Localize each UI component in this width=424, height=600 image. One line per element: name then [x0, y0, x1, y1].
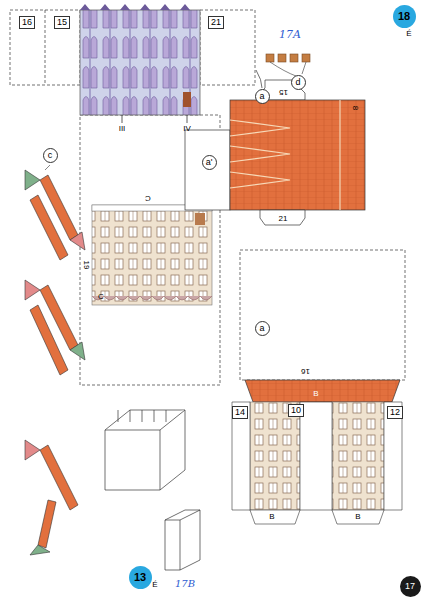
flap-number: 21	[208, 16, 224, 29]
flap-number: 15	[54, 16, 70, 29]
sheet-letter: É	[152, 581, 157, 589]
part-letter: a	[255, 321, 270, 336]
page-number: 17	[400, 576, 421, 597]
flap-number: 16	[19, 16, 35, 29]
fold-mark: IV	[183, 125, 191, 133]
node-text: 14	[235, 408, 245, 417]
node-text: 21	[211, 18, 221, 27]
sheet-number-badge: 13	[129, 566, 152, 589]
part-letter: a'	[202, 155, 217, 170]
handwritten-note: 17A	[279, 29, 301, 40]
flap-number: 8	[351, 106, 359, 110]
flap-number: 15	[279, 88, 288, 96]
node-text: a'	[206, 158, 213, 167]
glue-mark: C	[98, 293, 104, 301]
node-text: 16	[22, 18, 32, 27]
node-text: d	[295, 78, 300, 87]
part-letter: c	[43, 148, 58, 163]
flap-number: 10	[288, 404, 304, 417]
node-text: 15	[57, 18, 67, 27]
fold-mark: III	[119, 125, 126, 133]
flap-number: 21	[279, 215, 288, 223]
fold-mark: B	[269, 513, 274, 521]
node-text: c	[48, 151, 53, 160]
flap-number: 16	[301, 367, 310, 375]
node-text: 12	[390, 408, 400, 417]
flap-number: 12	[387, 406, 403, 419]
glue-mark: C	[145, 194, 151, 202]
node-text: 17	[405, 582, 415, 591]
sheet-number-badge: 18	[393, 5, 416, 28]
node-text: 18	[398, 11, 410, 22]
node-text: 10	[291, 406, 301, 415]
fold-mark: B	[313, 390, 318, 398]
handwritten-note: 17B	[175, 579, 195, 589]
fold-mark: B	[355, 513, 360, 521]
node-text: a	[259, 92, 264, 101]
part-letter: a	[255, 89, 270, 104]
node-text: a	[259, 324, 264, 333]
flap-number: 19	[82, 261, 90, 270]
node-text: 13	[134, 572, 146, 583]
sheet-letter: É	[406, 30, 411, 38]
flap-number: 14	[232, 406, 248, 419]
part-letter: d	[291, 75, 306, 90]
